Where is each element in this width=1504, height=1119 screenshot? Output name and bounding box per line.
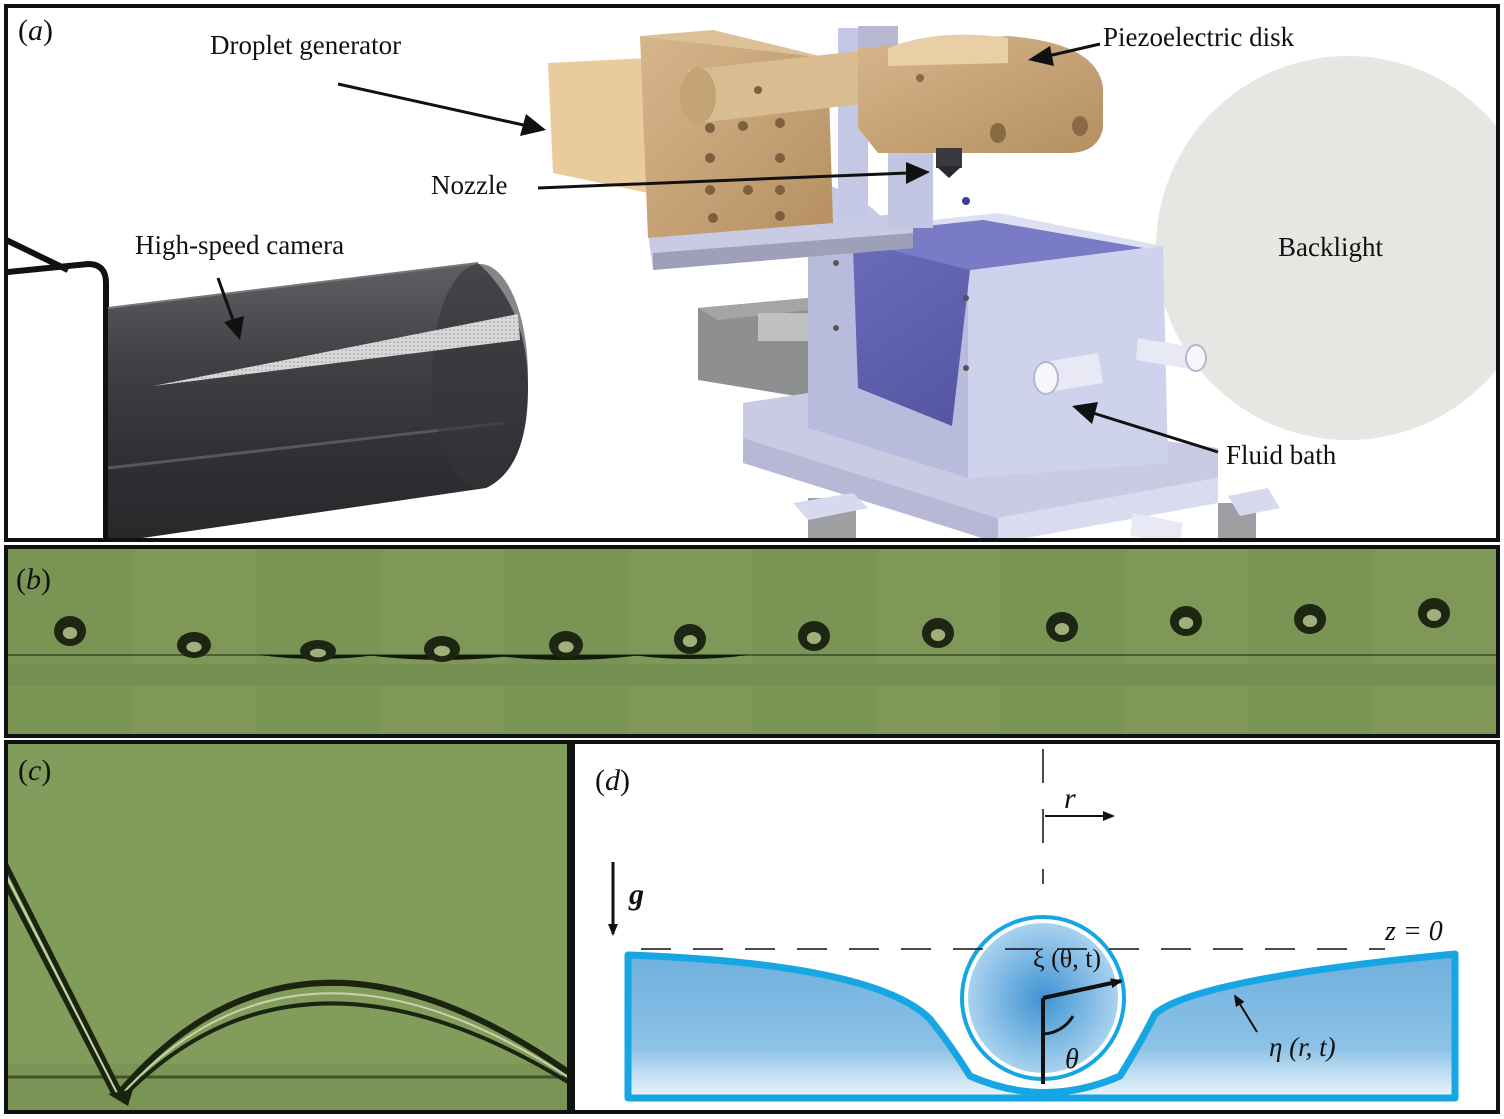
z-zero-label: z = 0	[1385, 916, 1443, 947]
theta-arc	[1042, 1015, 1075, 1036]
high-speed-camera-label: High-speed camera	[135, 230, 345, 260]
g-label: g	[629, 878, 644, 911]
frame-background	[1372, 549, 1496, 734]
trajectory-image	[8, 744, 567, 1110]
droplet-highlight	[1302, 615, 1318, 627]
droplet-highlight	[558, 641, 574, 653]
camera-lens	[107, 262, 528, 538]
droplet-highlight	[186, 641, 202, 653]
nozzle-label: Nozzle	[431, 170, 508, 200]
droplet-generator-label: Droplet generator	[210, 30, 402, 60]
camera-body	[8, 237, 109, 538]
xi-radius-arrow	[1042, 978, 1123, 1000]
piezoelectric-disk-label: Piezoelectric disk	[1103, 22, 1295, 52]
schematic-diagram	[608, 749, 1459, 1102]
droplet-highlight	[309, 648, 327, 658]
frame-background	[1248, 549, 1372, 734]
panel-d-label: (d)	[595, 764, 630, 797]
droplet-highlight	[930, 629, 946, 641]
callout-arrows	[216, 42, 1219, 454]
translation-stage	[698, 298, 828, 398]
r-label: r	[1064, 782, 1076, 815]
droplet-highlight	[1426, 609, 1442, 621]
eta-label: η (r, t)	[1269, 1032, 1336, 1062]
panel-b-bounce-sequence: (b)	[4, 545, 1500, 738]
droplet-highlight	[1054, 623, 1070, 635]
nozzle	[936, 148, 970, 205]
droplet-highlight	[1178, 617, 1194, 629]
apparatus-illustration	[8, 26, 1496, 538]
fluid-bath-label: Fluid bath	[1226, 440, 1337, 470]
panel-a-apparatus: (a) Droplet generator Piezoelectric disk…	[4, 4, 1500, 542]
panel-d-schematic: (d) r g z = 0 ξ (θ, t) θ η (r, t)	[571, 740, 1500, 1114]
panel-b-label: (b)	[16, 563, 51, 596]
panel-c-label: (c)	[18, 754, 52, 787]
droplet-highlight	[806, 632, 822, 644]
droplet-highlight	[62, 627, 78, 639]
interface-deformation	[632, 655, 748, 659]
panel-a-label: (a)	[18, 14, 53, 47]
backlight-disc	[1156, 56, 1496, 440]
frame-background	[1124, 549, 1248, 734]
panel-c-trajectory: (c)	[4, 740, 571, 1114]
droplet-generator	[548, 30, 1103, 238]
bath-surface	[624, 950, 1459, 1102]
xi-label: ξ (θ, t)	[1033, 944, 1102, 973]
droplet-highlight	[682, 635, 698, 647]
droplet-highlight	[433, 645, 451, 657]
backlight-label: Backlight	[1278, 232, 1383, 262]
bounce-frames	[8, 549, 1496, 734]
eta-arrow	[1233, 994, 1258, 1033]
theta-label: θ	[1065, 1044, 1079, 1075]
